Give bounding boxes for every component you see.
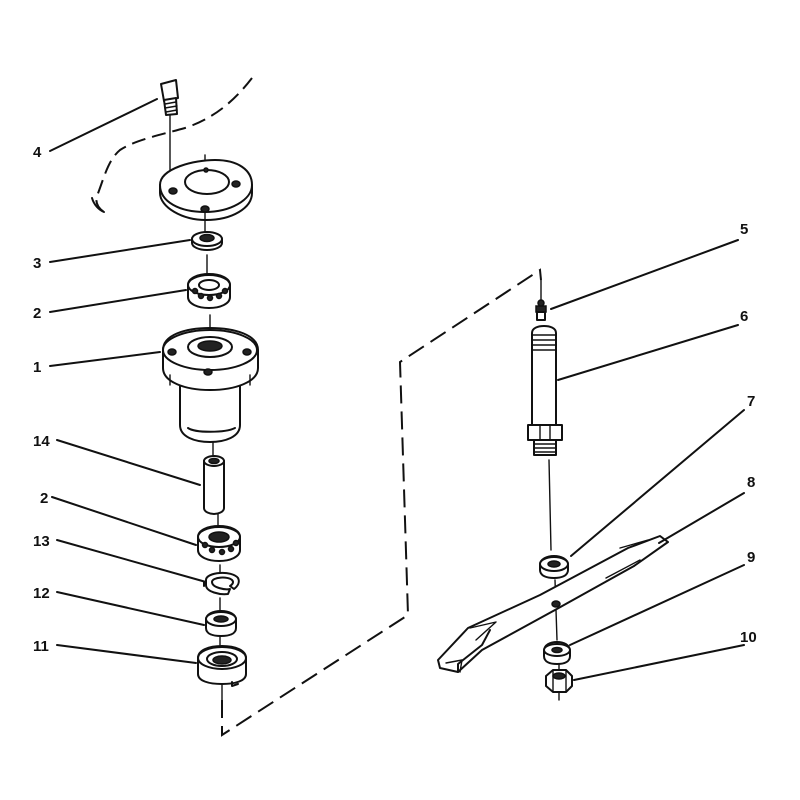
callout-14: 14 [33,433,50,450]
spindle-shaft-part-6 [527,325,563,456]
callout-7: 7 [747,393,755,410]
callout-3: 3 [33,255,41,272]
callout-2-upper: 2 [33,305,41,322]
washer-part-9 [543,641,571,665]
callout-10: 10 [740,629,757,646]
seal-part-3 [191,231,223,251]
callout-2-lower: 2 [40,490,48,507]
snap-ring-part-13 [203,572,240,596]
callout-6: 6 [740,308,748,325]
bearing-part-2-upper [187,273,231,309]
washer-part-7 [539,555,569,579]
callout-1: 1 [33,359,41,376]
callout-12: 12 [33,585,50,602]
callout-5: 5 [740,221,748,238]
callout-9: 9 [747,549,755,566]
spindle-housing-part-1 [162,327,259,443]
callout-8: 8 [747,474,755,491]
bearing-part-2-lower [197,525,241,562]
callout-4: 4 [33,144,42,161]
flange-plate [159,159,253,221]
blade-part-8 [437,535,669,673]
seal-part-12 [205,610,237,637]
spacer-tube-part-14 [203,455,225,515]
callout-13: 13 [33,533,50,550]
deck-outline-dashed [91,77,253,213]
bolt-part-4 [160,79,179,116]
retainer-part-11 [197,645,247,687]
callout-11: 11 [33,638,49,655]
leader-lines [49,98,745,681]
callout-labels: 4 3 2 1 14 2 13 12 11 5 6 7 8 9 10 [33,144,757,655]
grease-fitting-part-5 [535,299,547,321]
dashed-routing-line [221,268,542,737]
nut-part-10 [545,669,573,693]
